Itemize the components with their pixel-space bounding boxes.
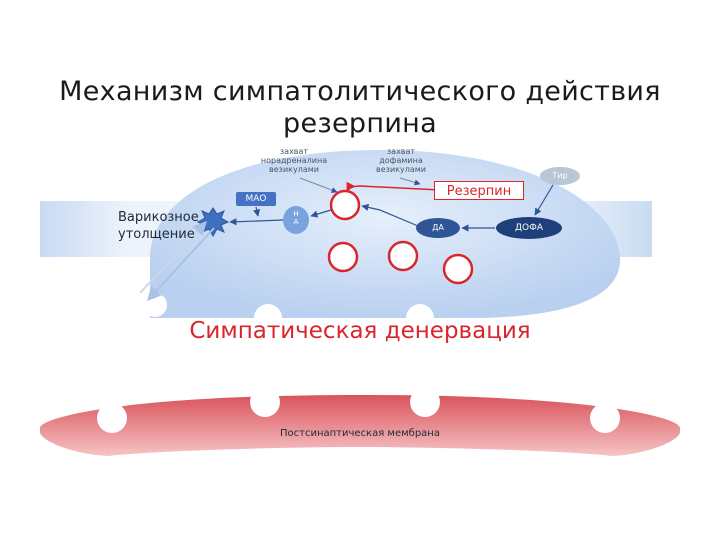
vesicle [442, 253, 474, 285]
uptake-da-line2: дофамина [379, 156, 423, 165]
page-title-line2: резерпина [283, 108, 437, 139]
arrow-na-to-mao [229, 218, 284, 226]
na-line1: Н [293, 210, 299, 218]
mao-star-icon [196, 207, 230, 238]
na-line2: А [293, 218, 299, 226]
arrow-tyr-to-dopa [534, 184, 554, 216]
postsynaptic-label: Постсинаптическая мембрана [280, 428, 440, 439]
vesicle [327, 241, 359, 273]
da-node [416, 218, 460, 238]
receptor-notch [250, 387, 280, 417]
receptor-notch [410, 387, 440, 417]
uptake-da-line3: везикулами [376, 165, 426, 174]
varicosity-notch [254, 304, 282, 332]
uptake-da-label: захват дофамина везикулами [365, 147, 437, 174]
tyr-label: Тир [552, 171, 568, 180]
arrow-uptake-da [399, 177, 421, 186]
varicosity-line1: Варикозное [118, 210, 199, 225]
da-label: ДА [432, 223, 444, 232]
receptor-notch [590, 403, 620, 433]
uptake-ne-line2: норадреналина [260, 156, 328, 165]
na-label: Н А [286, 210, 306, 226]
denervation-heading: Симпатическая денервация [189, 318, 531, 344]
mao-label: МАО [236, 192, 276, 206]
dopa-node [496, 217, 562, 239]
arrow-reserpine-inhibit [346, 181, 441, 192]
vesicle [387, 240, 419, 272]
uptake-da-line1: захват [386, 147, 416, 156]
dopa-label: ДОФА [514, 223, 544, 233]
varicosity-label: Варикозное утолщение [118, 209, 199, 243]
tyr-node [540, 167, 580, 185]
varicosity-notch [406, 304, 434, 332]
reserpine-box: Резерпин [434, 181, 524, 200]
receptor-notch [97, 403, 127, 433]
page-title: Механизм симпатолитического действия [59, 76, 661, 107]
uptake-ne-label: захват норадреналина везикулами [248, 147, 340, 174]
vesicle [329, 189, 361, 221]
varicosity-notch [143, 293, 167, 317]
varicosity-line2: утолщение [118, 227, 195, 242]
arrow-vesicle-to-na [310, 209, 332, 218]
arrow-uptake-ne [299, 177, 338, 193]
release-arrow [147, 227, 215, 302]
postsynaptic-membrane [40, 395, 680, 456]
uptake-ne-line3: везикулами [269, 165, 319, 174]
release-arrow-return [139, 220, 207, 294]
arrow-da-to-vesicle [361, 203, 419, 227]
arrow-mao-down [253, 206, 261, 217]
na-node [283, 206, 309, 234]
uptake-ne-line1: захват [279, 147, 309, 156]
